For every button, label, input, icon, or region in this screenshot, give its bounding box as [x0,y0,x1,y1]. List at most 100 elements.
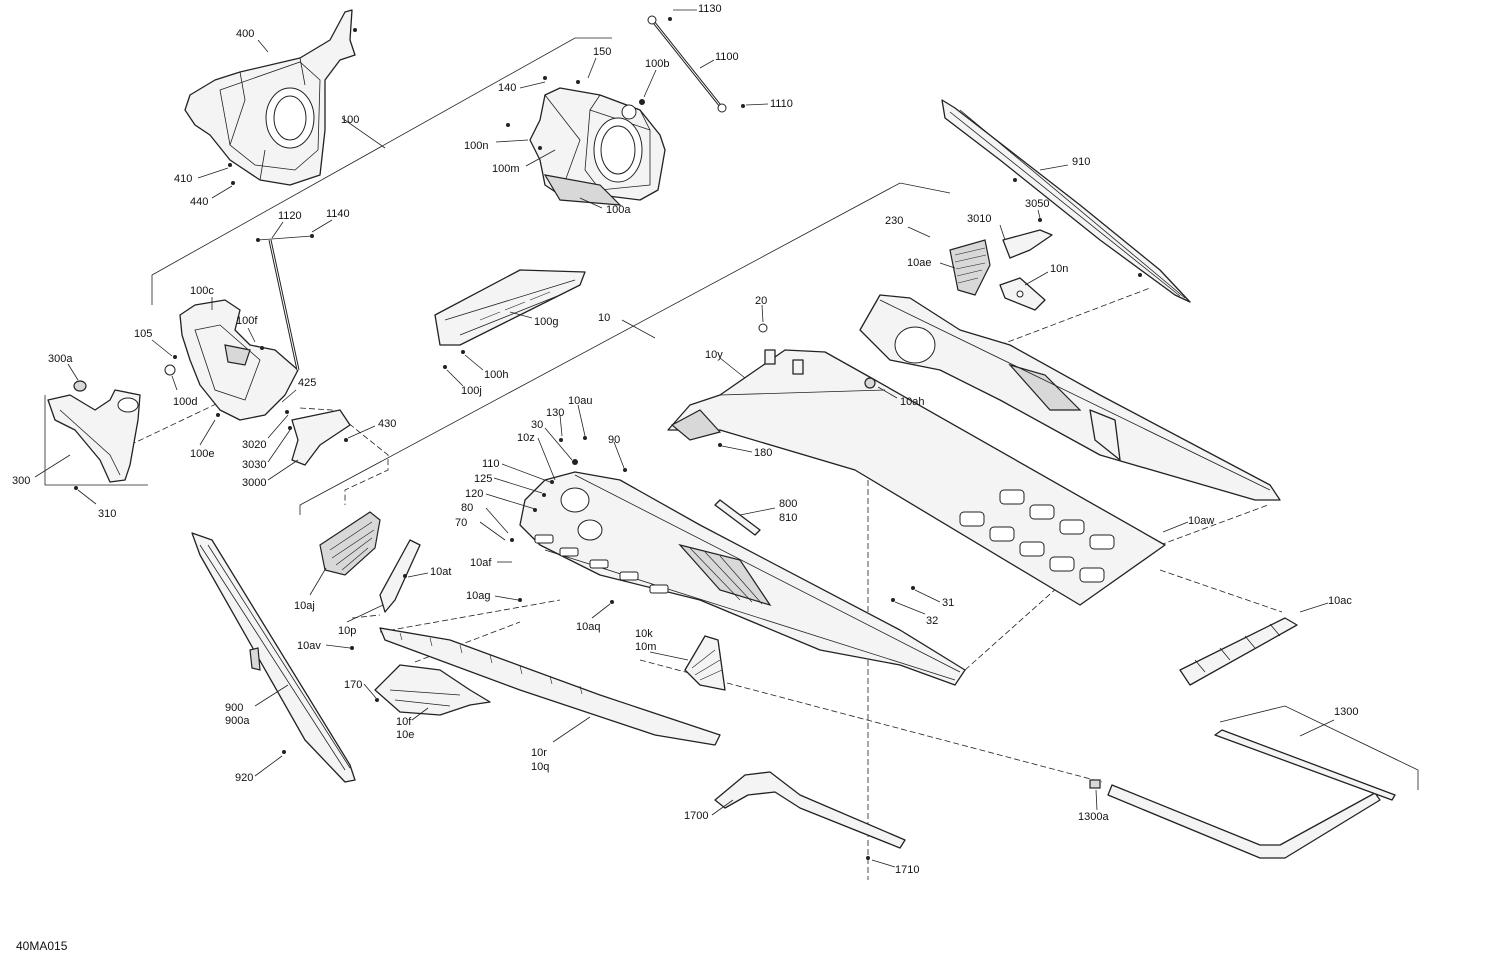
callout-10aj: 10aj [294,600,315,612]
callout-120: 120 [465,488,483,500]
callout-leader-lines [34,9,1335,868]
part-1100-upper-rod [647,15,745,113]
callout-80: 80 [461,502,473,514]
callout-10aq: 10aq [576,621,600,633]
callout-100c: 100c [190,285,214,297]
callout-100h: 100h [484,369,508,381]
part-1120-rod [256,234,314,371]
callout-30: 30 [531,419,543,431]
callout-10f: 10f [396,716,412,728]
callout-230: 230 [885,215,903,227]
callout-10q: 10q [531,761,549,773]
callout-10au: 10au [568,395,592,407]
callout-3010: 3010 [967,213,991,225]
callout-300a: 300a [48,353,73,365]
drawing-code: 40MA015 [16,939,68,953]
callout-10ag: 10ag [466,590,490,602]
callout-100e: 100e [190,448,214,460]
callout-400: 400 [236,28,254,40]
part-10ac-bracket [1179,617,1298,686]
callout-125: 125 [474,473,492,485]
callout-900a: 900a [225,715,250,727]
callout-310: 310 [98,508,116,520]
callout-920: 920 [235,772,253,784]
callout-10at: 10at [430,566,451,578]
callout-900: 900 [225,702,243,714]
callout-425: 425 [298,377,316,389]
callout-100n: 100n [464,140,488,152]
part-910-rail [941,99,1191,303]
callout-130: 130 [546,407,564,419]
callout-100: 100 [341,114,359,126]
callout-10ae: 10ae [907,257,931,269]
part-100c-subframe [164,299,299,421]
callout-10af: 10af [470,557,492,569]
callout-32: 32 [926,615,938,627]
callout-180: 180 [754,447,772,459]
callout-110: 110 [482,458,500,470]
callout-labels: 400 100 410 440 150 140 100b 100n 100m 1… [12,3,1358,876]
callout-1100: 1100 [715,51,739,63]
callout-10z: 10z [517,432,535,444]
callout-3000: 3000 [242,477,266,489]
part-1300-rear-bumper [1089,729,1396,859]
callout-100a: 100a [606,204,631,216]
part-10ae-grille [949,239,991,296]
callout-1710: 1710 [895,864,919,876]
callout-100b: 100b [645,58,669,70]
part-10y-tunnel-panel [667,323,1166,606]
part-10k-bracket [684,635,726,691]
callout-1300a: 1300a [1078,811,1109,823]
callout-910: 910 [1072,156,1090,168]
part-10r-strip [379,627,721,746]
part-10n-bracket [999,277,1046,311]
callout-31: 31 [942,597,954,609]
callout-800: 800 [779,498,797,510]
callout-300: 300 [12,475,30,487]
callout-10n: 10n [1050,263,1068,275]
callout-10e: 10e [396,729,414,741]
callout-10k: 10k [635,628,653,640]
part-400-front-frame [184,9,357,186]
callout-1700: 1700 [684,810,708,822]
callout-100g: 100g [534,316,558,328]
callout-10m: 10m [635,641,656,653]
callout-100f: 100f [236,315,258,327]
callout-10aw: 10aw [1188,515,1214,527]
callout-100m: 100m [492,163,520,175]
callout-810: 810 [779,512,797,524]
assembly-bracket-lines [44,37,1419,790]
callout-10ah: 10ah [900,396,924,408]
callout-3020: 3020 [242,439,266,451]
part-1700-rear-arm [714,771,906,860]
callout-1110: 1110 [770,98,793,110]
part-100g-plate [434,269,586,369]
callout-70: 70 [455,517,467,529]
callout-3050: 3050 [1025,198,1049,210]
part-100a-front-frame [506,76,666,206]
callout-105: 105 [134,328,152,340]
callout-1130: 1130 [698,3,722,15]
callout-10r: 10r [531,747,547,759]
part-10-tunnel-left-side [510,436,966,686]
part-10p-bracket [350,539,421,650]
part-3000-bracket [285,409,351,466]
callout-440: 440 [190,196,208,208]
callout-3030: 3030 [242,459,266,471]
part-3010-bracket [1002,218,1053,259]
callout-1140: 1140 [326,208,350,220]
callout-10: 10 [598,312,610,324]
callout-10av: 10av [297,640,321,652]
callout-1300: 1300 [1334,706,1358,718]
tunnel-cutouts [959,489,1115,583]
tunnel-floor-cutouts [534,534,669,594]
part-10f-guard [374,664,491,716]
callout-170: 170 [344,679,362,691]
callout-10p: 10p [338,625,356,637]
callout-20: 20 [755,295,767,307]
callout-1120: 1120 [278,210,302,222]
part-tunnel-right-side [859,294,1281,501]
callout-100j: 100j [461,385,482,397]
